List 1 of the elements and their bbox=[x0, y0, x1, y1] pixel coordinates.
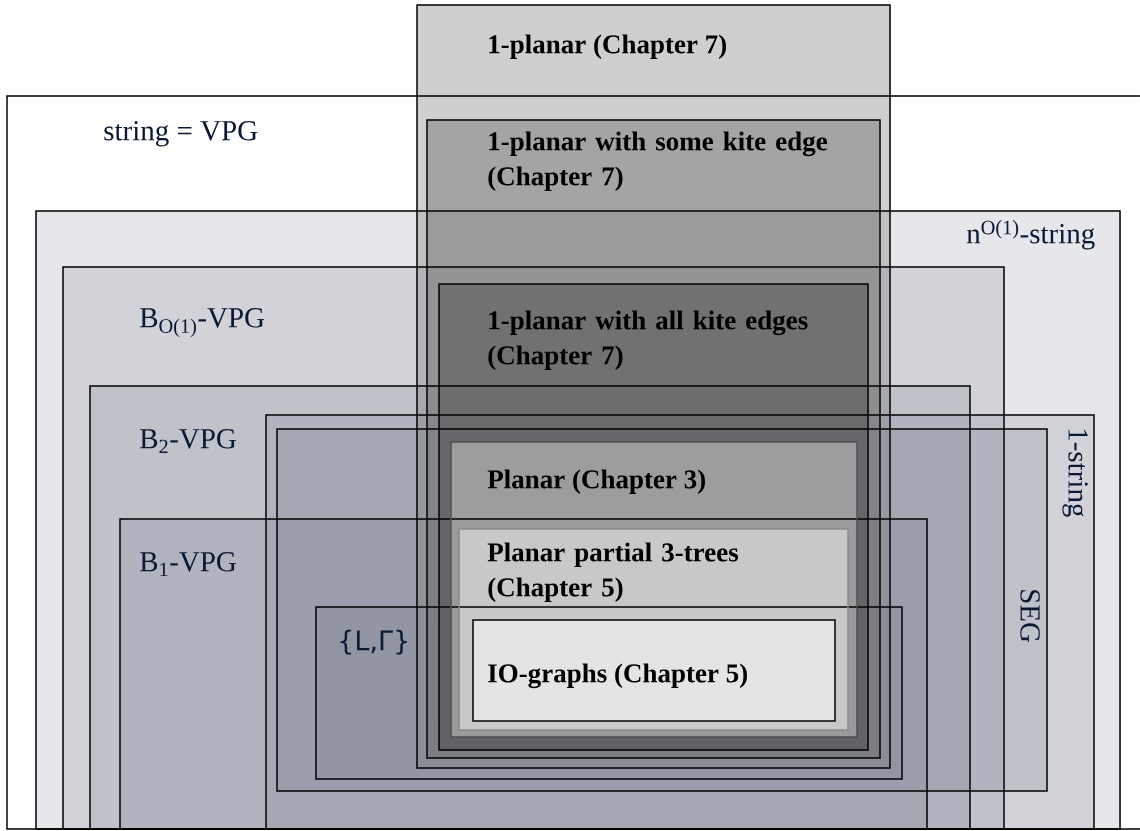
class-box: IO-graphs (Chapter 5) bbox=[472, 619, 836, 722]
